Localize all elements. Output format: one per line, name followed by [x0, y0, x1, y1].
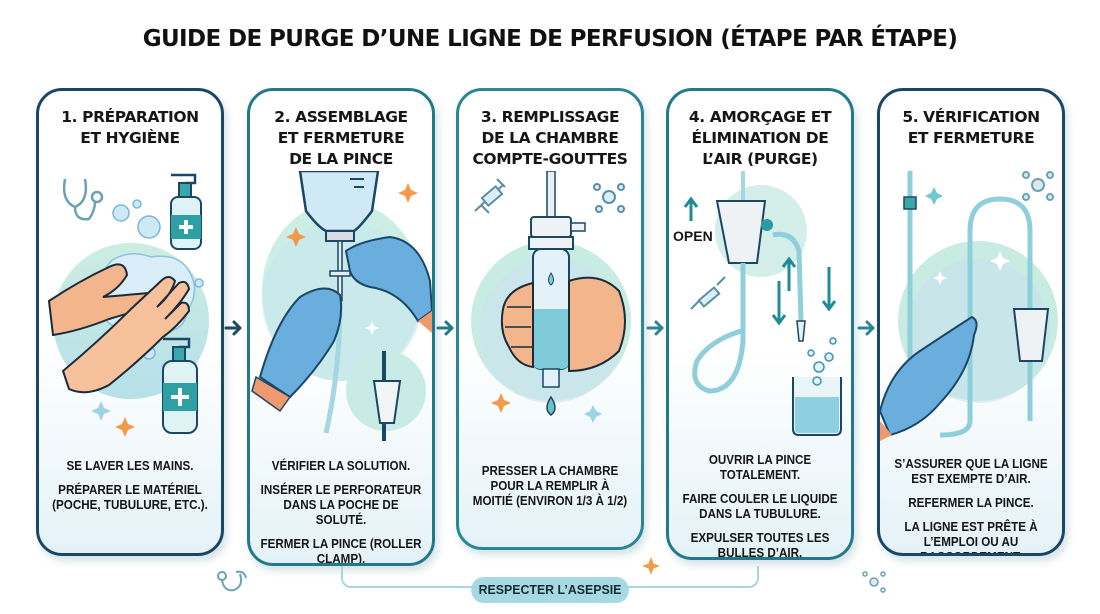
step-4-line-3: EXPULSER TOUTES LES BULLES D’AIR. [690, 531, 830, 560]
step-1-title: 1. PRÉPARATION ET HYGIÈNE [45, 107, 215, 149]
drip-chamber-squeeze-illustration [471, 171, 631, 423]
step-3-title-line3: COMPTE-GOUTTES [472, 150, 628, 168]
hand-washing-illustration [47, 173, 209, 437]
step-1-line-2: PRÉPARER LE MATÉRIEL (POCHE, TUBULURE, E… [52, 483, 208, 512]
step-card-5: 5. VÉRIFICATION ET FERMETURE S’ASSURER Q… [877, 88, 1065, 556]
step-2-description: VÉRIFIER LA SOLUTION. INSÉRER LE PERFORA… [260, 459, 422, 566]
step-5-line-2: REFERMER LA PINCE. [908, 496, 1034, 510]
step-4-line-1: OUVRIR LA PINCE TOTALEMENT. [708, 453, 812, 482]
step-1-title-line1: 1. PRÉPARATION [61, 108, 199, 126]
step-4-line-2: FAIRE COULER LE LIQUIDE DANS LA TUBULURE… [682, 492, 838, 521]
step-3-title-line1: 3. REMPLISSAGE [480, 108, 620, 126]
step-5-title: 5. VÉRIFICATION ET FERMETURE [886, 107, 1056, 149]
molecule-icon [862, 571, 886, 593]
step-card-2: 2. ASSEMBLAGE ET FERMETURE DE LA PINCE [247, 88, 435, 566]
step-4-title-line2: ÉLIMINATION DE [691, 129, 829, 147]
step-card-1: 1. PRÉPARATION ET HYGIÈNE [36, 88, 224, 556]
step-2-line-2: INSÉRER LE PERFORATEUR DANS LA POCHE DE … [260, 483, 422, 527]
step-2-title-line1: 2. ASSEMBLAGE [274, 108, 408, 126]
syringe-icon [474, 178, 506, 214]
open-label: OPEN [673, 228, 713, 244]
step-4-title-line1: 4. AMORÇAGE ET [688, 108, 832, 126]
step-4-description: OUVRIR LA PINCE TOTALEMENT. FAIRE COULER… [679, 453, 841, 560]
step-2-title: 2. ASSEMBLAGE ET FERMETURE DE LA PINCE [256, 107, 426, 170]
step-5-title-line2: ET FERMETURE [907, 129, 1035, 147]
next-arrow-icon [436, 318, 456, 338]
step-5-title-line1: 5. VÉRIFICATION [902, 108, 1040, 126]
asepsis-badge: RESPECTER L’ASEPSIE [471, 577, 629, 603]
beaker-icon [792, 377, 842, 436]
step-card-4: 4. AMORÇAGE ET ÉLIMINATION DE L’AIR (PUR… [666, 88, 854, 560]
step-1-description: SE LAVER LES MAINS. PRÉPARER LE MATÉRIEL… [49, 459, 211, 522]
step-2-title-line2: ET FERMETURE [277, 129, 405, 147]
step-3-title: 3. REMPLISSAGE DE LA CHAMBRE COMPTE-GOUT… [465, 107, 635, 170]
molecule-icon [1022, 171, 1054, 201]
roller-clamp-inset-icon [346, 351, 426, 441]
page-title: GUIDE DE PURGE D’UNE LIGNE DE PERFUSION … [142, 26, 958, 52]
sanitizer-bottle-bottom-icon [162, 337, 198, 434]
next-arrow-icon [224, 318, 244, 338]
step-3-title-line2: DE LA CHAMBRE [481, 129, 619, 147]
syringe-icon [690, 276, 726, 310]
step-3-line-1: PRESSER LA CHAMBRE POUR LA REMPLIR À MOI… [472, 464, 628, 508]
step-2-line-3: FERMER LA PINCE (ROLLER CLAMP). [260, 537, 422, 566]
iv-bag-icon [298, 171, 380, 242]
step-2-title-line3: DE LA PINCE [289, 150, 393, 168]
stethoscope-icon [62, 178, 104, 221]
step-5-line-1: S’ASSURER QUE LA LIGNE EST EXEMPTE D’AIR… [894, 457, 1048, 486]
step-card-3: 3. REMPLISSAGE DE LA CHAMBRE COMPTE-GOUT… [456, 88, 644, 550]
step-3-description: PRESSER LA CHAMBRE POUR LA REMPLIR À MOI… [469, 464, 631, 518]
step-2-line-1: VÉRIFIER LA SOLUTION. [271, 459, 411, 473]
next-arrow-icon [646, 318, 666, 338]
step-5-description: S’ASSURER QUE LA LIGNE EST EXEMPTE D’AIR… [890, 457, 1052, 553]
next-arrow-icon [857, 318, 877, 338]
line-check-illustration [880, 171, 1058, 441]
molecule-icon [593, 183, 625, 213]
step-1-title-line2: ET HYGIÈNE [80, 129, 180, 147]
stethoscope-icon [217, 570, 247, 592]
step-4-title: 4. AMORÇAGE ET ÉLIMINATION DE L’AIR (PUR… [675, 107, 845, 170]
priming-illustration: OPEN [673, 171, 842, 436]
sanitizer-bottle-icon [170, 173, 202, 250]
sparkle-icon [642, 557, 660, 575]
step-5-line-3: LA LIGNE EST PRÊTE À L’EMPLOI OU AU RACC… [904, 520, 1038, 553]
step-4-title-line3: L’AIR (PURGE) [702, 150, 818, 168]
step-1-line-1: SE LAVER LES MAINS. [66, 459, 194, 473]
spike-insertion-illustration [251, 171, 432, 441]
